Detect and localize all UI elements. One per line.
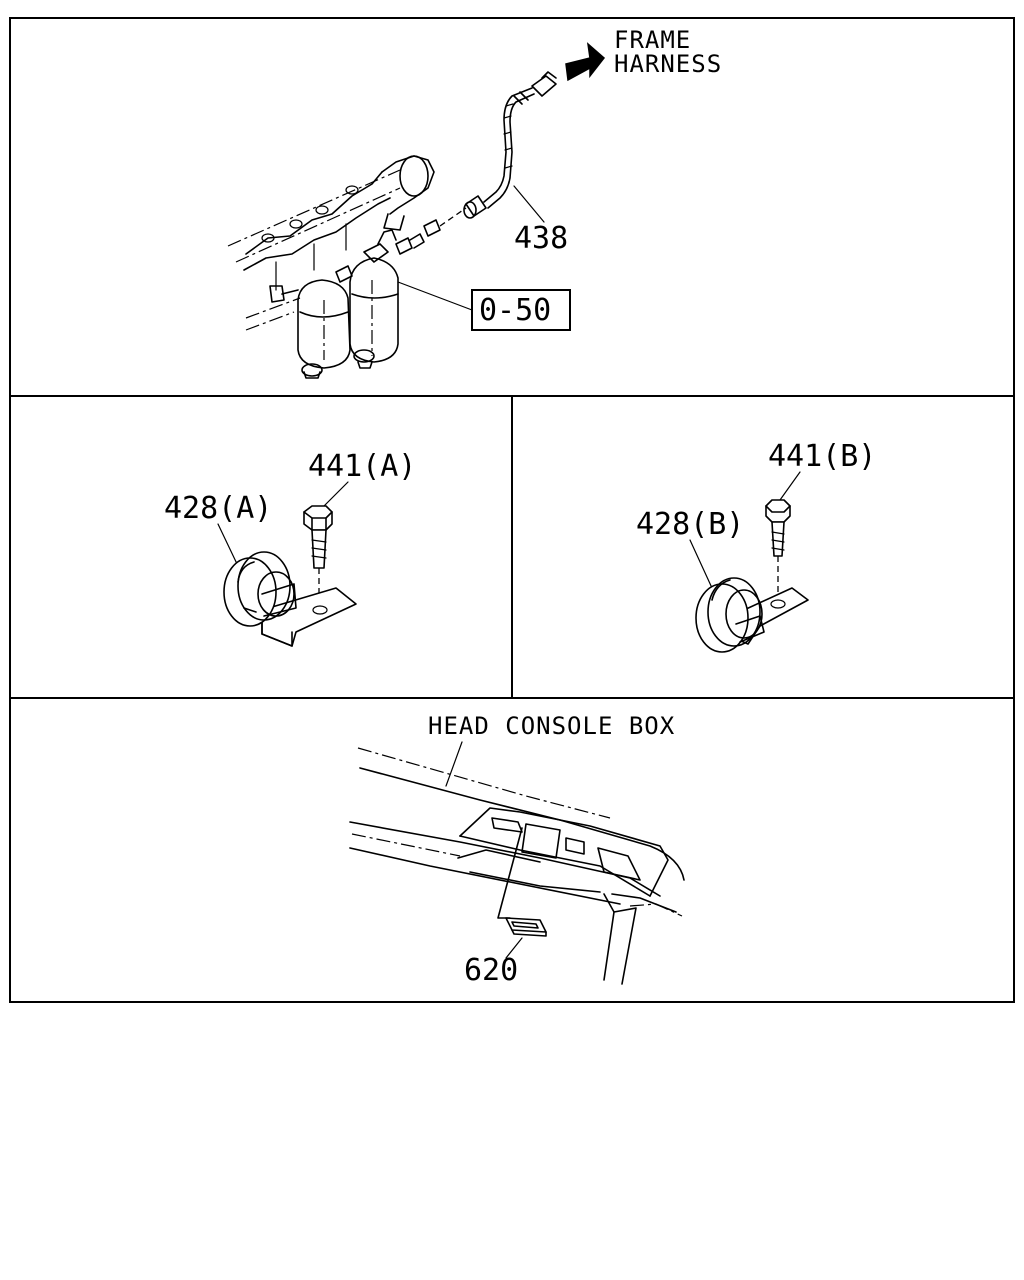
head-console-drawing: [349, 747, 685, 985]
part-number-438: 438: [514, 221, 568, 256]
clip-428a-drawing: [223, 551, 357, 647]
frame-label: FRAME: [614, 26, 691, 54]
leader-620-line: [497, 827, 523, 919]
part-number-441a: 441(A): [308, 449, 416, 484]
bolt-441a-drawing: [303, 505, 333, 610]
leader-console: [445, 741, 463, 787]
connector-guide-line: [439, 207, 467, 227]
leader-428b: [689, 539, 713, 589]
panel-top: FRAME HARNESS 438 0-50: [227, 26, 722, 379]
reference-box-label: 0-50: [479, 293, 551, 328]
bolt-441b-drawing: [765, 499, 791, 598]
panel-frames: [9, 17, 1015, 1003]
part-number-620: 620: [464, 953, 518, 988]
fuel-filter-drawing: [297, 219, 441, 379]
head-console-box-label: HEAD CONSOLE BOX: [428, 712, 675, 740]
leader-620: [505, 937, 523, 959]
part-number-441b: 441(B): [768, 439, 876, 474]
leader-428a: [217, 523, 239, 567]
leader-441a: [321, 481, 349, 509]
clip-428b-drawing: [695, 577, 809, 653]
panel-bottom: HEAD CONSOLE BOX: [349, 712, 685, 988]
direction-arrow-icon: [565, 42, 606, 82]
part-number-428a: 428(A): [164, 491, 272, 526]
panel-middle-left: 441(A) 428(A): [164, 449, 416, 647]
leader-441b: [779, 471, 801, 501]
switch-620-drawing: [505, 917, 547, 937]
harness-label: HARNESS: [614, 50, 722, 78]
part-number-428b: 428(B): [636, 507, 744, 542]
leader-438: [513, 185, 545, 223]
outer-frame: [9, 17, 1015, 1003]
reference-box: [471, 289, 571, 331]
engine-block-drawing: [227, 155, 435, 331]
panel-middle-right: 441(B) 428(B): [636, 439, 876, 653]
leader-reference: [397, 281, 473, 311]
harness-438-drawing: [463, 71, 557, 219]
